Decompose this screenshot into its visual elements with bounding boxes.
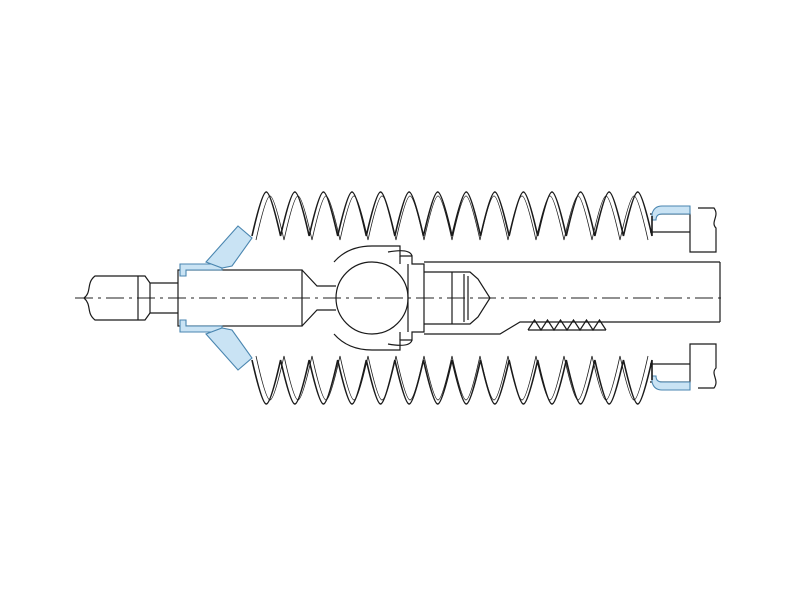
tube-wall-top: [650, 207, 717, 253]
upper-boot-lip: [205, 225, 253, 269]
lower-boot-lip: [205, 327, 253, 371]
inner-tie-rod: [177, 269, 336, 327]
steering-rack: [424, 261, 721, 335]
shaft-body: [83, 275, 178, 321]
rubber-bellows-boot: [251, 191, 653, 405]
housing-inner-step: [399, 256, 409, 340]
ball-stud-neck: [301, 269, 336, 327]
rack-outline: [424, 261, 720, 335]
thread-section: [424, 271, 491, 325]
ball-joint: [333, 245, 425, 351]
bellows-lower-wall: [251, 359, 653, 405]
bellows-lower-inner-wall: [255, 355, 649, 401]
right-clamp-bottom: [651, 375, 691, 391]
bellows-upper-inner-wall: [255, 195, 649, 241]
boot-lip-seals: [205, 225, 253, 371]
right-clamp-top: [651, 205, 691, 221]
rack-threaded-end: [424, 271, 491, 325]
housing-retaining-ring: [387, 250, 413, 346]
ball-socket-housing: [333, 245, 425, 351]
tube-wall-bottom: [650, 343, 717, 389]
bellows-upper-wall: [251, 191, 653, 237]
tie-rod-body: [177, 269, 303, 327]
tie-rod-shaft: [83, 275, 178, 321]
rack-housing-tube: [650, 207, 717, 389]
